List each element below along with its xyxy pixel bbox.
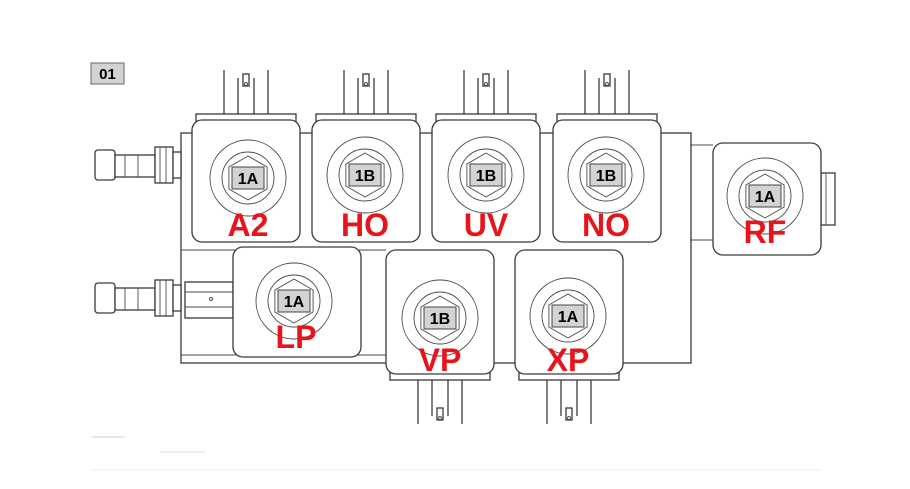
solenoid-xp: 1A XP (514, 249, 624, 424)
connector-pins (820, 172, 836, 226)
connector-pins (417, 380, 463, 424)
solenoid-label: A2 (228, 207, 269, 243)
position-badge: 1B (469, 163, 503, 187)
position-badge-text: 1A (238, 171, 259, 188)
solenoid-label: LP (276, 319, 317, 355)
position-badge-text: 1B (596, 168, 616, 185)
position-badge: 1B (348, 163, 382, 187)
solenoid-vp: 1B VP (385, 249, 495, 424)
fitting-bottom-left (94, 279, 182, 317)
solenoid-ho: 1B HO (311, 70, 421, 243)
hex-nut (745, 173, 785, 219)
position-badge-text: 1A (284, 294, 305, 311)
hex-nut (345, 152, 385, 198)
position-badge: 1B (423, 306, 457, 330)
position-badge: 1A (748, 184, 782, 208)
position-badge: 1A (231, 166, 265, 190)
fitting-top-left (94, 146, 182, 184)
position-badge: 1B (589, 163, 623, 187)
solenoid-label: VP (419, 342, 462, 378)
hex-nut (548, 293, 588, 339)
solenoid-group: 1A A2 1B HO 1B UV 1B NO 1A RF 1A LP 1B VP 1A XP (184, 70, 836, 424)
connector-pins (546, 380, 592, 424)
page-number: 01 (99, 66, 116, 83)
connector-pins (463, 70, 509, 114)
position-badge-text: 1A (558, 309, 579, 326)
position-badge-text: 1B (476, 168, 496, 185)
page-number-badge: 01 (90, 62, 125, 85)
solenoid-label: HO (341, 207, 389, 243)
hex-nut (228, 155, 268, 201)
hex-nut (466, 152, 506, 198)
solenoid-a2: 1A A2 (191, 70, 301, 243)
connector-pins (223, 70, 269, 114)
connector-pins (184, 281, 234, 319)
position-badge: 1A (277, 289, 311, 313)
solenoid-label: NO (582, 207, 630, 243)
hex-nut (274, 278, 314, 324)
hex-nut (586, 152, 626, 198)
position-badge-text: 1A (755, 189, 776, 206)
position-badge-text: 1B (355, 168, 375, 185)
solenoid-uv: 1B UV (431, 70, 541, 243)
solenoid-no: 1B NO (552, 70, 662, 243)
connector-pins (343, 70, 389, 114)
position-badge-text: 1B (430, 311, 450, 328)
position-badge: 1A (551, 304, 585, 328)
solenoid-lp: 1A LP (184, 246, 362, 358)
hex-nut (420, 295, 460, 341)
solenoid-rf: 1A RF (712, 142, 836, 256)
solenoid-label: UV (464, 207, 509, 243)
connector-pins (584, 70, 630, 114)
scan-artifacts (92, 436, 820, 471)
solenoid-label: RF (744, 214, 787, 250)
solenoid-label: XP (547, 342, 590, 378)
